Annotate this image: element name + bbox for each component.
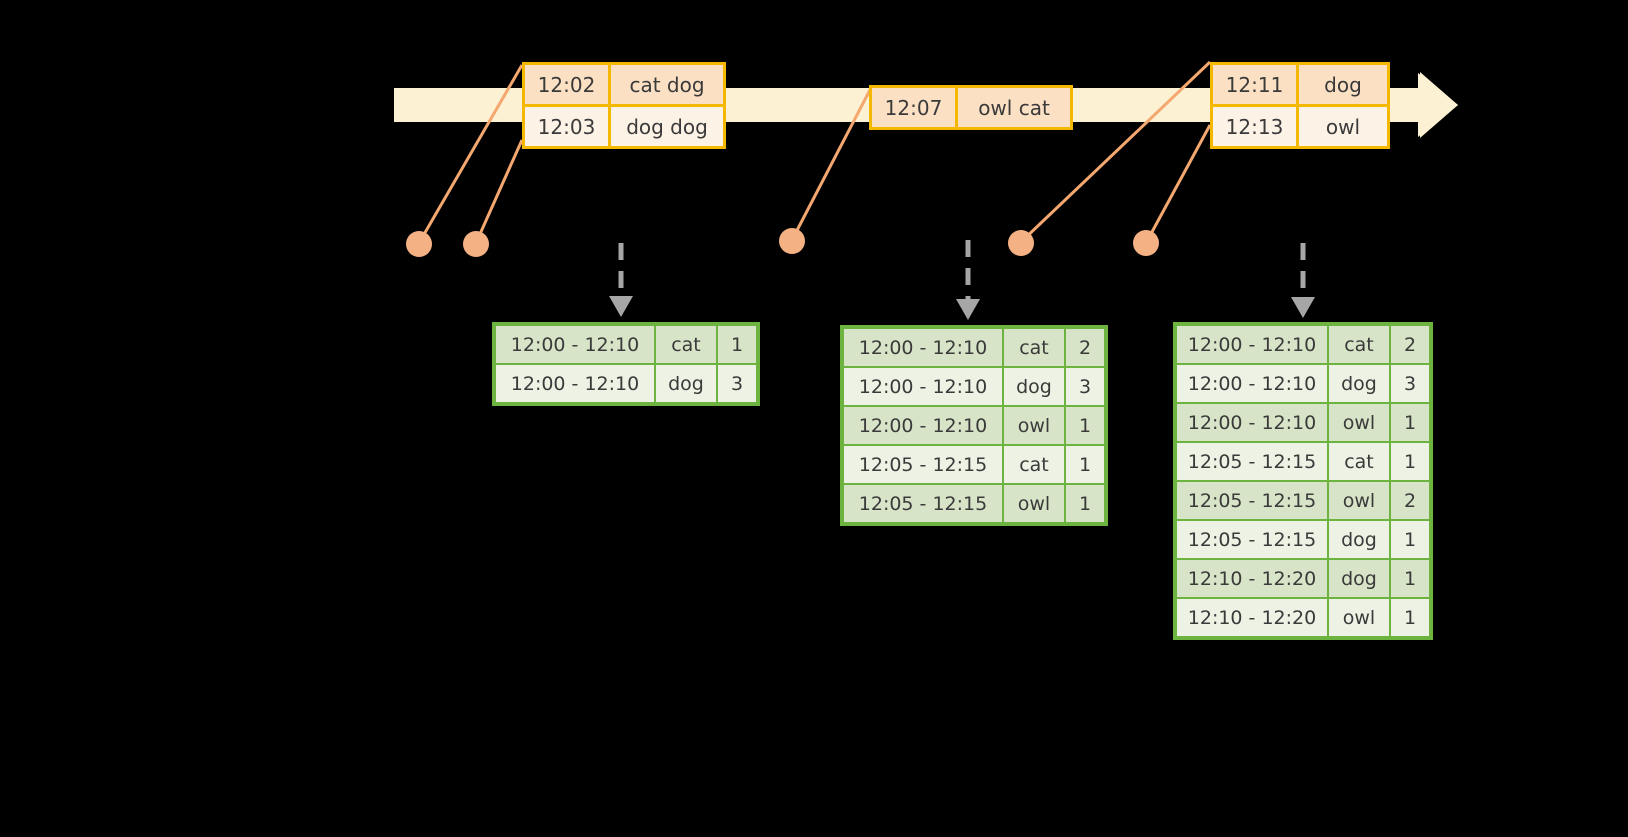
window-cell: 12:05 - 12:15 [1177,443,1327,480]
table-row[interactable]: 12:00 - 12:10 cat 2 [1177,326,1429,363]
table-row[interactable]: 12:05 - 12:15 owl 2 [1177,482,1429,519]
key-cell: dog [1329,560,1389,597]
count-cell: 1 [1066,407,1104,444]
event-row[interactable]: 12:11 dog [1213,65,1387,104]
count-cell: 3 [1066,368,1104,405]
event-dot-1207 [779,228,805,254]
event-words: owl [1325,114,1361,139]
event-group-1[interactable]: 12:02 cat dog 12:03 dog dog [522,62,726,149]
key-cell: cat [1329,443,1389,480]
event-time: 12:13 [1213,107,1299,146]
event-group-2[interactable]: 12:07 owl cat [869,85,1073,130]
event-words: cat dog [629,72,705,97]
event-row[interactable]: 12:13 owl [1213,104,1387,146]
table-row[interactable]: 12:00 - 12:10 dog 3 [844,368,1104,405]
event-time: 12:02 [525,65,611,104]
count-cell: 1 [1391,599,1429,636]
event-time: 12:07 [872,88,958,127]
event-row[interactable]: 12:03 dog dog [525,104,723,146]
count-cell: 1 [1066,446,1104,483]
window-cell: 12:00 - 12:10 [1177,404,1327,441]
window-cell: 12:10 - 12:20 [1177,560,1327,597]
window-cell: 12:00 - 12:10 [844,329,1002,366]
event-row[interactable]: 12:07 owl cat [872,88,1070,127]
window-cell: 12:00 - 12:10 [496,365,654,402]
table-row[interactable]: 12:00 - 12:10 owl 1 [844,407,1104,444]
event-words: dog dog [626,114,708,139]
event-words: dog [1324,72,1362,97]
table-row[interactable]: 12:00 - 12:10 cat 2 [844,329,1104,366]
count-cell: 2 [1391,326,1429,363]
table-row[interactable]: 12:10 - 12:20 dog 1 [1177,560,1429,597]
window-cell: 12:00 - 12:10 [1177,365,1327,402]
count-cell: 1 [1391,521,1429,558]
event-words: owl cat [978,95,1050,120]
window-cell: 12:00 - 12:10 [844,407,1002,444]
table-row[interactable]: 12:05 - 12:15 cat 1 [1177,443,1429,480]
table-row[interactable]: 12:05 - 12:15 cat 1 [844,446,1104,483]
count-cell: 1 [1391,404,1429,441]
table-row[interactable]: 12:10 - 12:20 owl 1 [1177,599,1429,636]
key-cell: dog [1329,365,1389,402]
connector-line-1213 [1144,124,1212,244]
key-cell: owl [1004,485,1064,522]
table-row[interactable]: 12:05 - 12:15 dog 1 [1177,521,1429,558]
table-row[interactable]: 12:05 - 12:15 owl 1 [844,485,1104,522]
table-row[interactable]: 12:00 - 12:10 owl 1 [1177,404,1429,441]
window-cell: 12:00 - 12:10 [496,326,654,363]
key-cell: owl [1329,404,1389,441]
event-dot-1202 [406,231,432,257]
event-dot-1203 [463,231,489,257]
event-dot-1213 [1133,230,1159,256]
key-cell: cat [656,326,716,363]
count-cell: 1 [1066,485,1104,522]
window-cell: 12:00 - 12:10 [844,368,1002,405]
event-time: 12:11 [1213,65,1299,104]
key-cell: owl [1329,599,1389,636]
key-cell: dog [1004,368,1064,405]
event-time: 12:03 [525,107,611,146]
table-row[interactable]: 12:00 - 12:10 dog 3 [1177,365,1429,402]
count-cell: 1 [1391,560,1429,597]
table-row[interactable]: 12:00 - 12:10 cat 1 [496,326,756,363]
table-row[interactable]: 12:00 - 12:10 dog 3 [496,365,756,402]
dashed-arrow-1 [609,243,633,317]
window-results-snapshot-3[interactable]: 12:00 - 12:10 cat 2 12:00 - 12:10 dog 3 … [1173,322,1433,640]
count-cell: 3 [718,365,756,402]
dashed-arrow-2 [956,240,980,320]
key-cell: owl [1004,407,1064,444]
count-cell: 1 [1391,443,1429,480]
window-results-snapshot-1[interactable]: 12:00 - 12:10 cat 1 12:00 - 12:10 dog 3 [492,322,760,406]
window-cell: 12:00 - 12:10 [1177,326,1327,363]
window-cell: 12:05 - 12:15 [1177,521,1327,558]
window-cell: 12:10 - 12:20 [1177,599,1327,636]
count-cell: 1 [718,326,756,363]
count-cell: 3 [1391,365,1429,402]
key-cell: dog [656,365,716,402]
window-cell: 12:05 - 12:15 [844,485,1002,522]
window-results-snapshot-2[interactable]: 12:00 - 12:10 cat 2 12:00 - 12:10 dog 3 … [840,325,1108,526]
event-group-3[interactable]: 12:11 dog 12:13 owl [1210,62,1390,149]
window-cell: 12:05 - 12:15 [844,446,1002,483]
key-cell: cat [1329,326,1389,363]
key-cell: cat [1004,329,1064,366]
key-cell: owl [1329,482,1389,519]
count-cell: 2 [1391,482,1429,519]
key-cell: cat [1004,446,1064,483]
window-cell: 12:05 - 12:15 [1177,482,1327,519]
event-dot-1211 [1008,230,1034,256]
count-cell: 2 [1066,329,1104,366]
dashed-arrow-3 [1291,243,1315,318]
connector-line-1203 [474,139,524,244]
key-cell: dog [1329,521,1389,558]
event-row[interactable]: 12:02 cat dog [525,65,723,104]
